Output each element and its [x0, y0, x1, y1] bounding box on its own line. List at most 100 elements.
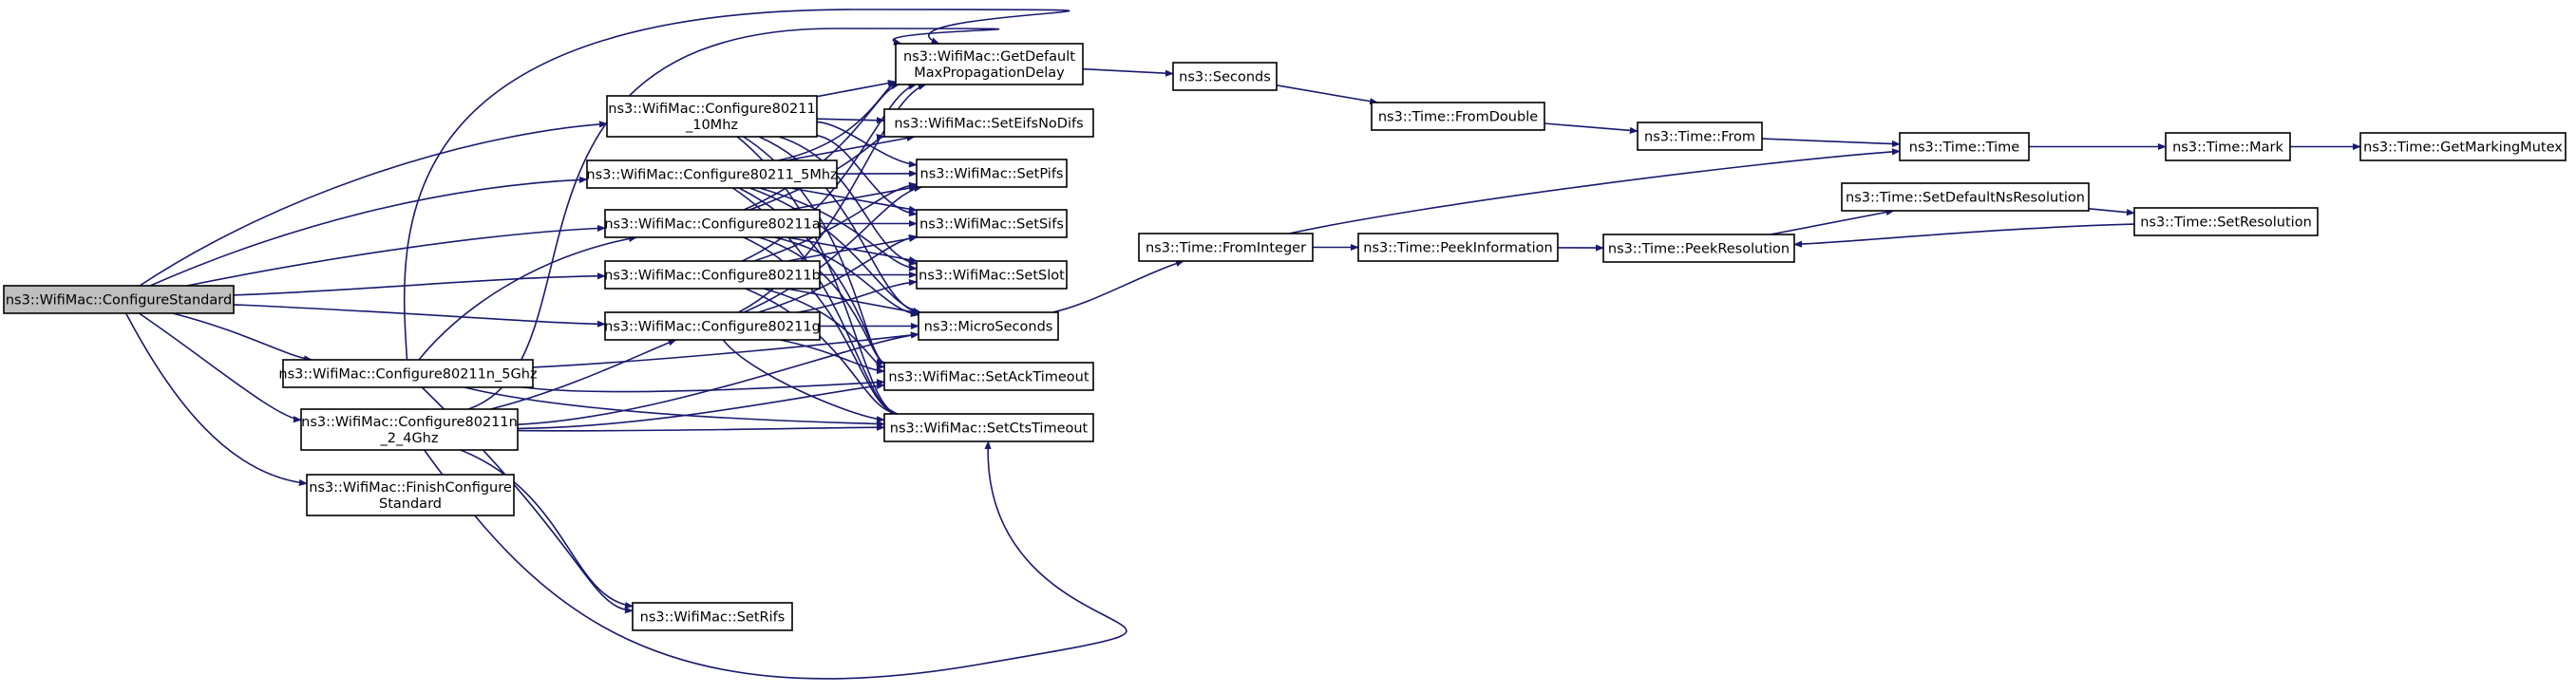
node-cfg-b[interactable]: ns3::WifiMac::Configure80211b [604, 260, 821, 290]
node-label: ns3::Time::FromDouble [1378, 110, 1538, 125]
edge-configure_standard-to-cfg_b [233, 272, 606, 296]
node-box [916, 159, 1068, 188]
node-box [306, 474, 515, 516]
node-box [1138, 233, 1314, 262]
node-cfg-a[interactable]: ns3::WifiMac::Configure80211a [604, 209, 821, 238]
edge-peek_res-to-set_default_res [1770, 208, 1895, 235]
node-time-from[interactable]: ns3::Time::From [1637, 122, 1763, 151]
node-label: ns3::Time::GetMarkingMutex [2363, 140, 2563, 156]
node-get-delay[interactable]: ns3::WifiMac::GetDefaultMaxPropagationDe… [895, 43, 1084, 85]
node-label: ns3::WifiMac::SetRifs [640, 610, 786, 626]
edge-time_from-to-time_time [1761, 138, 1901, 148]
node-label: ns3::WifiMac::SetEifsNoDifs [894, 117, 1083, 132]
edge-cfg_n24-to-microseconds [517, 331, 919, 425]
node-label: ns3::Time::Time [1909, 140, 2020, 156]
node-set-eifs[interactable]: ns3::WifiMac::SetEifsNoDifs [883, 108, 1094, 138]
edge-cfg_5mhz-to-microseconds [749, 187, 922, 314]
edge-cfg_g-to-set_pifs [743, 185, 923, 313]
node-peek-res[interactable]: ns3::Time::PeekResolution [1602, 234, 1795, 263]
node-set-rifs[interactable]: ns3::WifiMac::SetRifs [632, 602, 793, 631]
edge-configure_standard-to-cfg_10mhz [139, 121, 608, 287]
node-set-res[interactable]: ns3::Time::SetResolution [2133, 207, 2319, 236]
node-label: ns3::WifiMac::Configure80211g [604, 320, 821, 335]
node-seconds[interactable]: ns3::Seconds [1172, 62, 1278, 91]
node-cfg-n24[interactable]: ns3::WifiMac::Configure80211n_2_4Ghz [300, 408, 519, 451]
node-box [883, 108, 1094, 138]
node-box [604, 260, 821, 290]
node-set-default-res[interactable]: ns3::Time::SetDefaultNsResolution [1841, 182, 2090, 212]
node-label: ns3::WifiMac::Configure80211n [301, 415, 518, 430]
edge-cfg_10mhz-to-set_slot [778, 136, 918, 266]
node-label: ns3::WifiMac::SetAckTimeout [888, 370, 1089, 385]
edge-cfg_b-to-set_ack [763, 288, 885, 370]
node-box [604, 311, 821, 341]
edge-cfg_b-to-set_pifs [753, 181, 918, 262]
node-box [883, 362, 1094, 391]
node-time-time[interactable]: ns3::Time::Time [1899, 132, 2030, 161]
node-set-pifs[interactable]: ns3::WifiMac::SetPifs [916, 159, 1068, 188]
node-box [883, 413, 1094, 442]
node-box [3, 285, 235, 314]
node-set-slot[interactable]: ns3::WifiMac::SetSlot [916, 260, 1068, 290]
edge-cfg_n5-to-set_ack [522, 379, 885, 393]
node-microseconds[interactable]: ns3::MicroSeconds [918, 311, 1059, 341]
edge-cfg_5mhz-to-set_eifs [786, 134, 916, 161]
node-box [895, 43, 1084, 85]
node-label: Standard [379, 496, 442, 512]
node-set-cts[interactable]: ns3::WifiMac::SetCtsTimeout [883, 413, 1094, 442]
node-from-integer[interactable]: ns3::Time::FromInteger [1138, 233, 1314, 262]
node-configure-standard[interactable]: ns3::WifiMac::ConfigureStandard [3, 285, 235, 314]
edge-set_default_res-to-set_res [2088, 208, 2135, 216]
edge-from_double-to-time_from [1544, 122, 1638, 135]
node-set-ack[interactable]: ns3::WifiMac::SetAckTimeout [883, 362, 1094, 391]
node-box [300, 408, 519, 451]
edge-cfg_a-to-set_ack [758, 236, 885, 365]
edge-cfg_n24-to-set_cts [517, 423, 885, 432]
nodes-layer: ns3::WifiMac::ConfigureStandardns3::Wifi… [3, 43, 2567, 631]
node-from-double[interactable]: ns3::Time::FromDouble [1371, 102, 1545, 131]
node-label: ns3::WifiMac::SetCtsTimeout [890, 421, 1089, 437]
node-get-mutex[interactable]: ns3::Time::GetMarkingMutex [2359, 132, 2567, 161]
node-box [2359, 132, 2567, 161]
edge-configure_standard-to-finish_cfg [124, 312, 308, 486]
node-label: ns3::WifiMac::FinishConfigure [309, 480, 512, 496]
node-label: ns3::MicroSeconds [924, 320, 1053, 335]
edge-microseconds-to-from_integer [1051, 260, 1184, 313]
edge-set_res-to-peek_res [1793, 223, 2135, 248]
node-cfg-n5[interactable]: ns3::WifiMac::Configure80211n_5Ghz [278, 359, 538, 388]
node-time-mark[interactable]: ns3::Time::Mark [2165, 132, 2291, 161]
node-label: ns3::Time::SetResolution [2140, 215, 2312, 231]
edge-cfg_n24-to-cfg_g [490, 339, 677, 410]
edge-cfg_n5-to-set_cts [464, 386, 885, 428]
node-peek-info[interactable]: ns3::Time::PeekInformation [1357, 233, 1559, 262]
edge-cfg_5mhz-to-set_sifs [789, 187, 918, 213]
node-box [1841, 182, 2090, 212]
edge-cfg_g-to-set_ack [779, 339, 885, 375]
node-cfg-5mhz[interactable]: ns3::WifiMac::Configure80211_5Mhz [586, 159, 838, 189]
edge-seconds-to-from_double [1276, 84, 1379, 105]
edge-configure_standard-to-cfg_a [186, 224, 606, 287]
edge-cfg_10mhz-to-set_sifs [816, 134, 918, 217]
node-box [1172, 62, 1278, 91]
node-label: ns3::Time::From [1644, 130, 1755, 145]
edge-cfg_10mhz-to-set_pifs [816, 121, 918, 168]
edge-cfg_a-to-set_cts [743, 236, 899, 417]
node-set-sifs[interactable]: ns3::WifiMac::SetSifs [916, 209, 1068, 238]
edge-cfg_g-to-set_slot [797, 278, 918, 313]
node-box [604, 209, 821, 238]
node-label: ns3::WifiMac::Configure80211b [604, 269, 821, 284]
node-label: ns3::Time::PeekInformation [1363, 241, 1552, 256]
node-label: _2_4Ghz [380, 431, 439, 446]
edge-cfg_b-to-microseconds [786, 288, 919, 315]
node-box [586, 159, 838, 189]
node-label: ns3::Time::FromInteger [1146, 241, 1306, 256]
node-box [916, 209, 1068, 238]
node-label: ns3::WifiMac::SetSlot [919, 269, 1065, 284]
node-cfg-10mhz[interactable]: ns3::WifiMac::Configure80211_10Mhz [606, 95, 818, 138]
edge-cfg_5mhz-to-set_slot [759, 187, 918, 272]
edge-cfg_n24-to-set_ack [517, 382, 885, 430]
edge-configure_standard-to-cfg_5mhz [149, 176, 588, 287]
node-cfg-g[interactable]: ns3::WifiMac::Configure80211g [604, 311, 821, 341]
